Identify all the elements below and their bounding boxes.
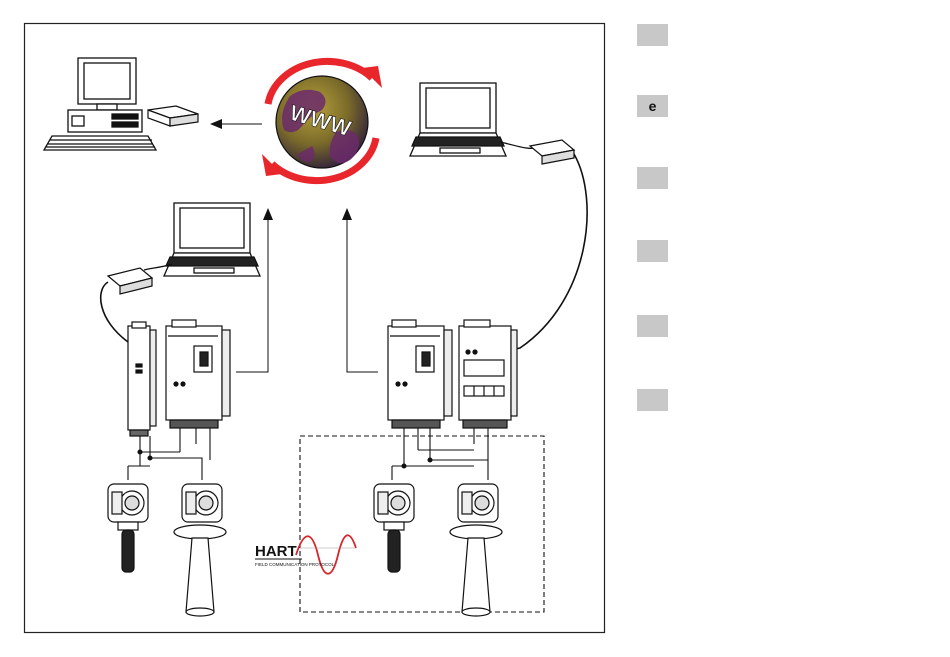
side-tab-4[interactable] <box>637 240 668 262</box>
side-tab-5[interactable] <box>637 315 668 337</box>
laptop-middle-left <box>164 203 260 276</box>
side-tab-2[interactable]: e <box>637 95 668 117</box>
hart-logo-title: HART <box>255 543 297 560</box>
side-tab-6[interactable] <box>637 389 668 411</box>
side-tab-1[interactable] <box>637 24 668 46</box>
transmitter-module-right-display <box>459 320 517 428</box>
hart-logo-subtitle: FIELD COMMUNICATION PROTOCOL <box>255 562 335 567</box>
transmitter-module-left <box>166 320 230 428</box>
laptop-top-right <box>410 83 506 156</box>
side-tab-3[interactable] <box>637 167 668 189</box>
barrier-module-left <box>128 322 156 436</box>
transmitter-module-right-a <box>388 320 452 428</box>
